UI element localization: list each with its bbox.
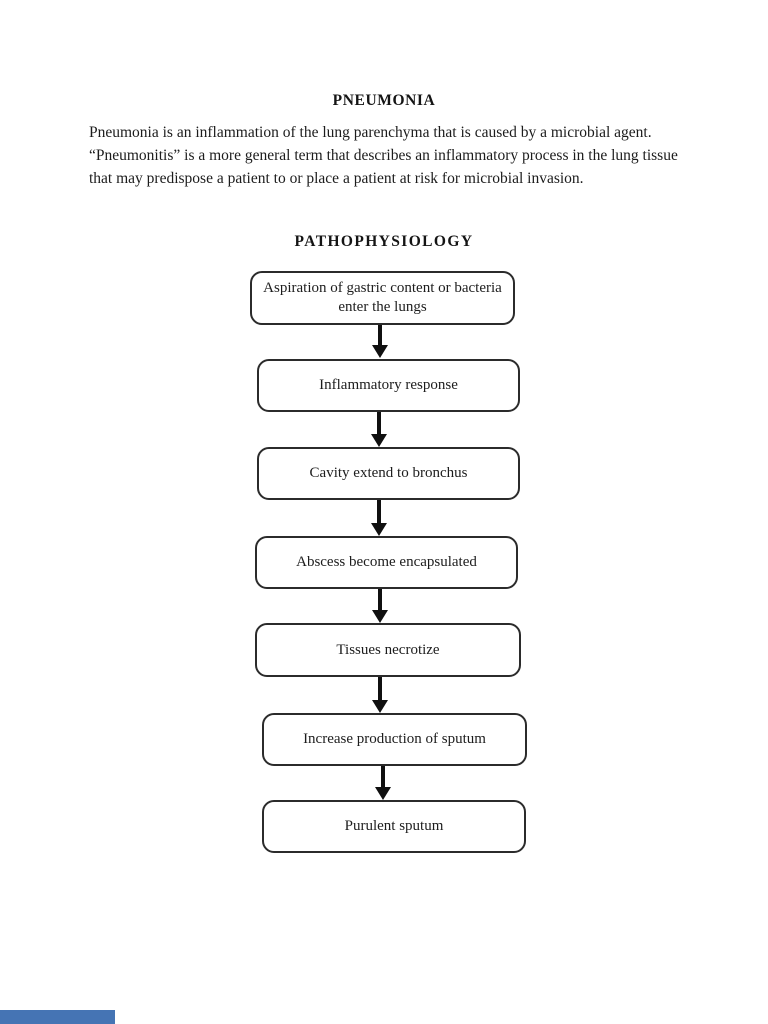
- flow-step-label: Tissues necrotize: [336, 641, 440, 658]
- intro-line: that may predispose a patient to or plac…: [89, 170, 584, 187]
- section-heading: PATHOPHYSIOLOGY: [294, 233, 474, 250]
- flow-step-label: Inflammatory response: [319, 377, 458, 393]
- flow-step-label: Aspiration of gastric content or bacteri…: [263, 280, 502, 296]
- flow-step-increase-sputum: Increase production of sputum: [262, 713, 527, 766]
- flow-step-label: Abscess become encapsulated: [296, 554, 477, 570]
- flow-step-inflammatory-response: Inflammatory response: [257, 359, 520, 412]
- flow-step-tissues-necrotize: Tissues necrotize: [255, 623, 521, 677]
- flow-step-label: Purulent sputum: [344, 818, 444, 834]
- arrow-down-icon: [372, 677, 388, 713]
- flow-step-label: Increase production of sputum: [303, 731, 486, 747]
- arrow-down-icon: [371, 500, 387, 536]
- arrow-down-icon: [372, 589, 388, 623]
- arrow-down-icon: [371, 412, 387, 447]
- intro-line: “Pneumonitis” is a more general term tha…: [89, 147, 678, 164]
- arrow-down-icon: [372, 325, 388, 358]
- flow-step-purulent-sputum: Purulent sputum: [262, 800, 526, 853]
- flow-step-abscess-encapsulated: Abscess become encapsulated: [255, 536, 518, 589]
- flow-step-aspiration: Aspiration of gastric content or bacteri…: [250, 271, 515, 325]
- intro-line: Pneumonia is an inflammation of the lung…: [89, 124, 652, 141]
- flow-step-cavity-extend: Cavity extend to bronchus: [257, 447, 520, 500]
- page-title: PNEUMONIA: [332, 92, 436, 109]
- intro-paragraph: Pneumonia is an inflammation of the lung…: [89, 121, 678, 190]
- flow-step-label: enter the lungs: [338, 299, 427, 315]
- progress-bar: [0, 1010, 115, 1024]
- arrow-down-icon: [375, 766, 391, 800]
- flow-step-label: Cavity extend to bronchus: [309, 465, 468, 481]
